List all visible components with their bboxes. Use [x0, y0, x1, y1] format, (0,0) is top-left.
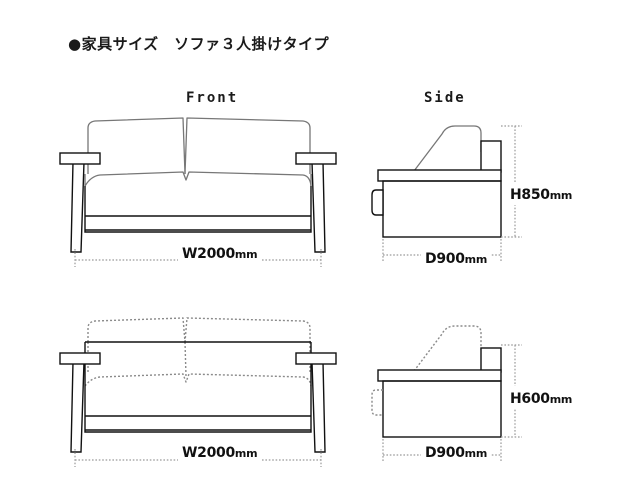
back-cushion-right: [184, 117, 311, 175]
side-body-box: [382, 180, 502, 238]
side-back-post: [480, 140, 502, 173]
side-back-cushion: [413, 125, 482, 172]
dimension-label-width-bottom: W2000mm: [178, 442, 262, 461]
ghost-back-cushion-right: [184, 317, 311, 343]
side-seat-slab: [377, 369, 502, 382]
arm-bar-right: [295, 152, 337, 165]
seat-body-outline: [84, 186, 312, 233]
arm-bar-left: [59, 152, 101, 165]
ghost-side-arm-tab: [371, 389, 383, 416]
dimension-label-width-top: W2000mm: [178, 243, 262, 262]
drawing-front-with-cushions: [55, 112, 355, 272]
side-arm-tab: [371, 189, 384, 216]
ghost-seat-cushion-line: [84, 373, 312, 387]
view-label-side: Side: [424, 90, 466, 106]
dimension-label-height-top: H850mm: [509, 182, 574, 205]
dimension-label-height-bottom: H600mm: [509, 386, 574, 409]
side-body-box: [382, 380, 502, 438]
ghost-back-cushion-left: [87, 317, 186, 343]
leg-post-left: [70, 361, 85, 453]
drawing-front-frame-only: [55, 312, 355, 472]
back-cushion-left: [87, 117, 186, 175]
frame-body-outline: [84, 342, 312, 433]
dimension-label-depth-bottom: D900mm: [421, 442, 491, 461]
arm-bar-left: [59, 352, 101, 365]
leg-post-right: [311, 161, 326, 253]
dimension-label-depth-top: D900mm: [421, 248, 491, 267]
leg-post-left: [70, 161, 85, 253]
ghost-side-back-cushion: [413, 325, 482, 372]
ghost-back-cushion-center: [184, 341, 187, 377]
view-label-front: Front: [186, 90, 239, 106]
seat-cushion-line: [84, 171, 312, 187]
page-title: ●家具サイズ ソファ３人掛けタイプ: [68, 35, 330, 53]
side-seat-slab: [377, 169, 502, 182]
leg-post-right: [311, 361, 326, 453]
side-back-post: [480, 347, 502, 373]
arm-bar-right: [295, 352, 337, 365]
